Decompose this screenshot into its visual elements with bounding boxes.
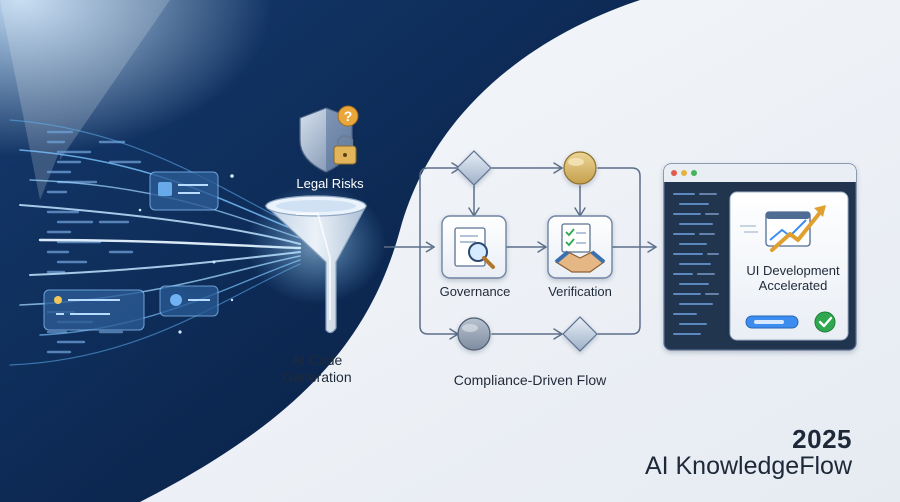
document-magnifier-icon xyxy=(454,227,495,269)
accelerate-button-shape xyxy=(745,315,799,329)
ui-development-accelerated-label: UI Development Accelerated xyxy=(746,263,840,293)
code-card-mid xyxy=(159,285,219,317)
legal-risks-label: Legal Risks xyxy=(296,176,364,191)
browser-code-lines xyxy=(673,193,719,335)
code-card-left xyxy=(43,289,145,331)
diamond-decision-icon-bottom xyxy=(562,316,598,352)
verification-label: Verification xyxy=(548,284,612,299)
circle-node-icon-gold xyxy=(563,151,597,185)
ui-preview-card xyxy=(729,191,849,341)
flow-connectors xyxy=(419,162,658,340)
circle-node-icon-gray xyxy=(457,317,491,351)
compliance-flow-label: Compliance-Driven Flow xyxy=(453,372,607,388)
trend-chart-icon xyxy=(740,205,826,252)
governance-label: Governance xyxy=(439,284,511,299)
svg-text:?: ? xyxy=(344,108,353,124)
footer-year: 2025 xyxy=(792,424,852,454)
shield-lock-icon xyxy=(299,107,357,173)
funnel-icon xyxy=(246,184,386,334)
question-badge-icon: ? xyxy=(337,105,359,127)
ai-code-generation-label: AI Code Generation xyxy=(282,352,352,385)
light-rays xyxy=(0,0,170,200)
diamond-decision-icon-top xyxy=(456,150,492,186)
code-card-top xyxy=(149,171,219,211)
check-circle-icon xyxy=(814,311,836,333)
handshake-checklist-icon xyxy=(554,223,606,273)
arrow-funnel-to-flow xyxy=(384,241,436,253)
sparkles xyxy=(138,174,234,334)
footer-brand: AI KnowledgeFlow xyxy=(644,452,852,480)
